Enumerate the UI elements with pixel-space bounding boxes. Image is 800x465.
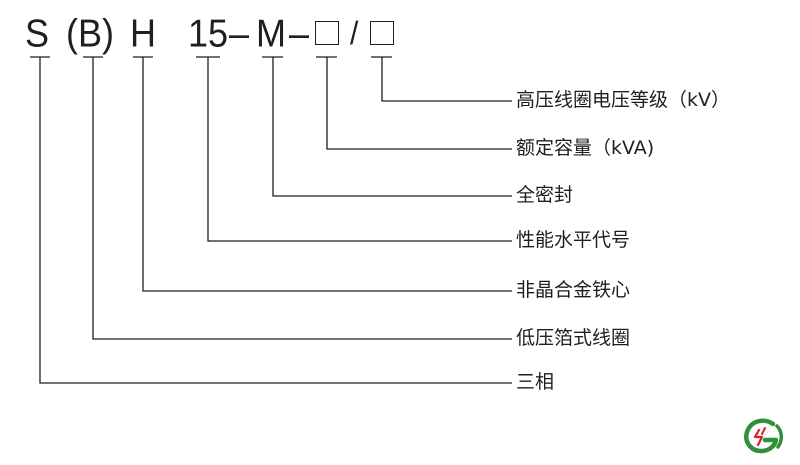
code-h: H	[130, 10, 156, 56]
placeholder-box-capacity	[315, 21, 339, 45]
leader-three-phase	[39, 57, 512, 384]
label-rated-capacity: 额定容量（kVA)	[516, 137, 655, 159]
placeholder-box-voltage	[370, 21, 394, 45]
label-performance-code: 性能水平代号	[516, 229, 631, 251]
leader-foil	[92, 57, 512, 340]
label-three-phase: 三相	[516, 371, 555, 393]
label-hv-voltage-class: 高压线圈电压等级（kV）	[516, 89, 731, 111]
leader-voltage	[381, 57, 512, 102]
code-level: 15	[188, 10, 229, 56]
label-fully-sealed: 全密封	[516, 184, 574, 206]
code-dash-1: –	[229, 10, 250, 56]
code-s: S	[25, 10, 50, 56]
code-dash-2: –	[289, 10, 310, 56]
code-slash: /	[350, 15, 359, 52]
label-amorphous-core: 非晶合金铁心	[516, 279, 631, 301]
label-foil-winding: 低压箔式线圈	[516, 327, 631, 349]
leader-amorphous	[142, 57, 512, 292]
company-logo-icon	[744, 418, 783, 454]
code-m: M	[256, 10, 286, 56]
leader-capacity	[326, 57, 512, 150]
leader-performance	[207, 57, 512, 242]
leader-sealed	[272, 57, 512, 197]
code-b: (B)	[66, 10, 114, 56]
